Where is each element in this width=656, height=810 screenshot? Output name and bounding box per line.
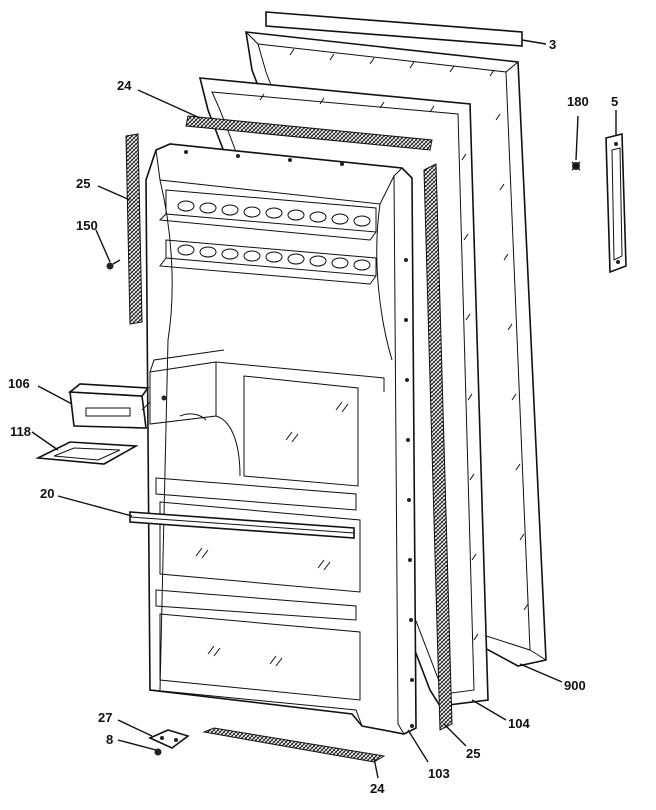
door-shelf-bar [129,511,355,539]
left-vertical-gasket [125,133,143,325]
callout-150: 150 [76,218,98,233]
callout-20: 20 [40,486,54,501]
inner-door-liner [145,143,417,735]
door-hinge [148,729,190,749]
dairy-tray [35,441,139,465]
top-trim-strip [265,11,523,47]
screw-8 [154,748,162,756]
bottom-horizontal-gasket [202,727,386,763]
right-vertical-gasket [423,163,453,731]
callout-180: 180 [567,94,589,109]
door-handle [605,132,627,274]
callout-900: 900 [564,678,586,693]
callout-25-left: 25 [76,176,90,191]
dairy-door [67,383,151,429]
callout-118: 118 [10,424,31,439]
callout-8: 8 [106,732,113,747]
screw-150 [106,259,121,270]
top-horizontal-gasket [185,115,433,151]
callout-labels: 3 5 180 24 25 150 106 118 20 27 8 24 103… [8,37,618,796]
callout-24-top: 24 [117,78,132,93]
leader-lines [31,39,617,779]
callout-104: 104 [508,716,530,731]
callout-27: 27 [98,710,112,725]
screw-180 [571,161,581,171]
callout-3: 3 [549,37,556,52]
callout-25-right: 25 [466,746,480,761]
callout-5: 5 [611,94,618,109]
callout-24-bottom: 24 [370,781,385,796]
callout-106: 106 [8,376,30,391]
callout-103: 103 [428,766,450,781]
